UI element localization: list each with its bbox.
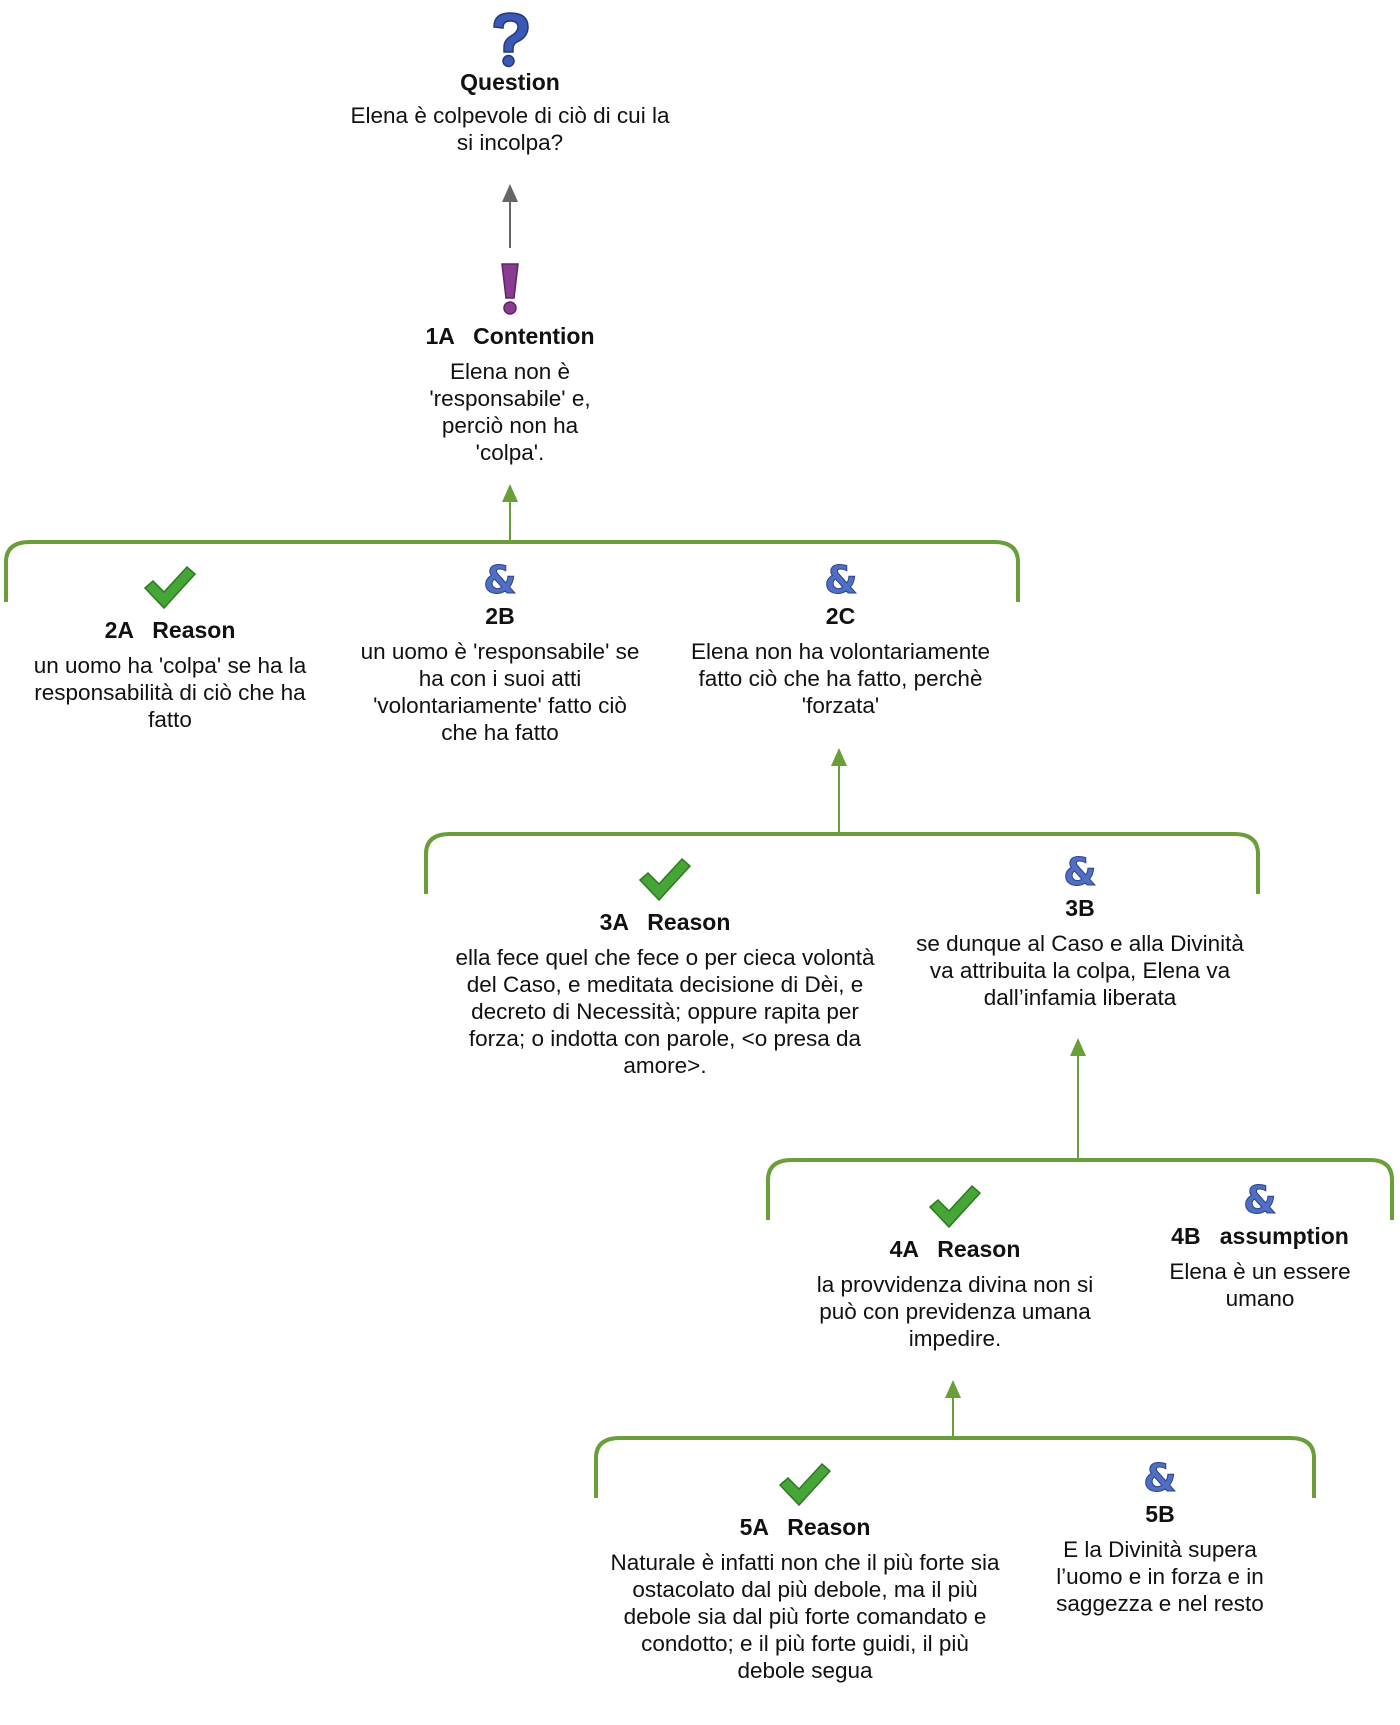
node-2B-heading: 2B [485, 603, 515, 629]
node-5A-heading: 5A Reason [739, 1514, 871, 1540]
ampersand-icon: & [483, 560, 517, 598]
question-heading: Question [460, 69, 560, 95]
bracket-group-2 [4, 540, 1020, 602]
check-icon [638, 857, 692, 902]
node-3A-heading: 3A Reason [599, 909, 731, 935]
question-mark-icon [493, 12, 529, 68]
node-4B-heading: 4B assumption [1171, 1223, 1349, 1249]
contention-node-1A: 1A Contention Elena non è 'responsabile'… [380, 262, 640, 466]
node-3B-heading: 3B [1065, 895, 1095, 921]
node-3A: 3A Reason ella fece quel che fece o per … [440, 856, 890, 1079]
node-4B-text: Elena è un essere umano [1169, 1259, 1351, 1311]
node-5B: & 5B E la Divinità supera l’uomo e in fo… [1040, 1458, 1280, 1617]
contention-heading: 1A Contention [425, 323, 595, 349]
node-5B-text: E la Divinità supera l’uomo e in forza e… [1056, 1537, 1264, 1616]
exclamation-mark-icon [501, 263, 519, 315]
svg-text:&: & [483, 560, 516, 598]
node-4B: & 4B assumption Elena è un essere umano [1150, 1180, 1370, 1312]
bracket-group-5 [594, 1436, 1316, 1498]
check-icon [143, 565, 197, 610]
node-2C-text: Elena non ha volontariamente fatto ciò c… [691, 639, 990, 718]
node-2A: 2A Reason un uomo ha 'colpa' se ha la re… [20, 564, 320, 733]
node-5A-text: Naturale è infatti non che il più forte … [610, 1550, 1000, 1683]
ampersand-icon: & [823, 560, 857, 598]
bracket-group-4 [766, 1158, 1394, 1220]
ampersand-icon: & [1143, 1458, 1177, 1496]
check-icon [928, 1184, 982, 1229]
check-icon [778, 1462, 832, 1507]
svg-text:&: & [1243, 1180, 1276, 1218]
svg-text:&: & [824, 560, 857, 598]
svg-text:&: & [1063, 852, 1096, 890]
node-5A: 5A Reason Naturale è infatti non che il … [610, 1461, 1000, 1684]
node-3B: & 3B se dunque al Caso e alla Divinità v… [915, 852, 1245, 1011]
node-4A-heading: 4A Reason [889, 1236, 1021, 1262]
node-3A-text: ella fece quel che fece o per cieca volo… [455, 945, 875, 1078]
node-5B-heading: 5B [1145, 1501, 1175, 1527]
node-2B-text: un uomo è 'responsabile' se ha con i suo… [360, 639, 640, 745]
node-4A: 4A Reason la provvidenza divina non si p… [800, 1183, 1110, 1352]
node-3B-text: se dunque al Caso e alla Divinità va att… [916, 931, 1244, 1010]
node-4A-text: la provvidenza divina non si può con pre… [816, 1272, 1094, 1351]
ampersand-icon: & [1063, 852, 1097, 890]
question-text: Elena è colpevole di ciò di cui la si in… [350, 103, 670, 155]
node-2C: & 2C Elena non ha volontariamente fatto … [683, 560, 998, 719]
node-2B: & 2B un uomo è 'responsabile' se ha con … [355, 560, 645, 746]
question-node: Question Elena è colpevole di ciò di cui… [350, 10, 670, 156]
node-2A-text: un uomo ha 'colpa' se ha la responsabili… [33, 653, 307, 732]
contention-text: Elena non è 'responsabile' e, perciò non… [429, 359, 591, 465]
node-2A-heading: 2A Reason [104, 617, 236, 643]
bracket-group-3 [424, 832, 1260, 894]
ampersand-icon: & [1243, 1180, 1277, 1218]
svg-text:&: & [1143, 1458, 1176, 1496]
node-2C-heading: 2C [825, 603, 856, 629]
